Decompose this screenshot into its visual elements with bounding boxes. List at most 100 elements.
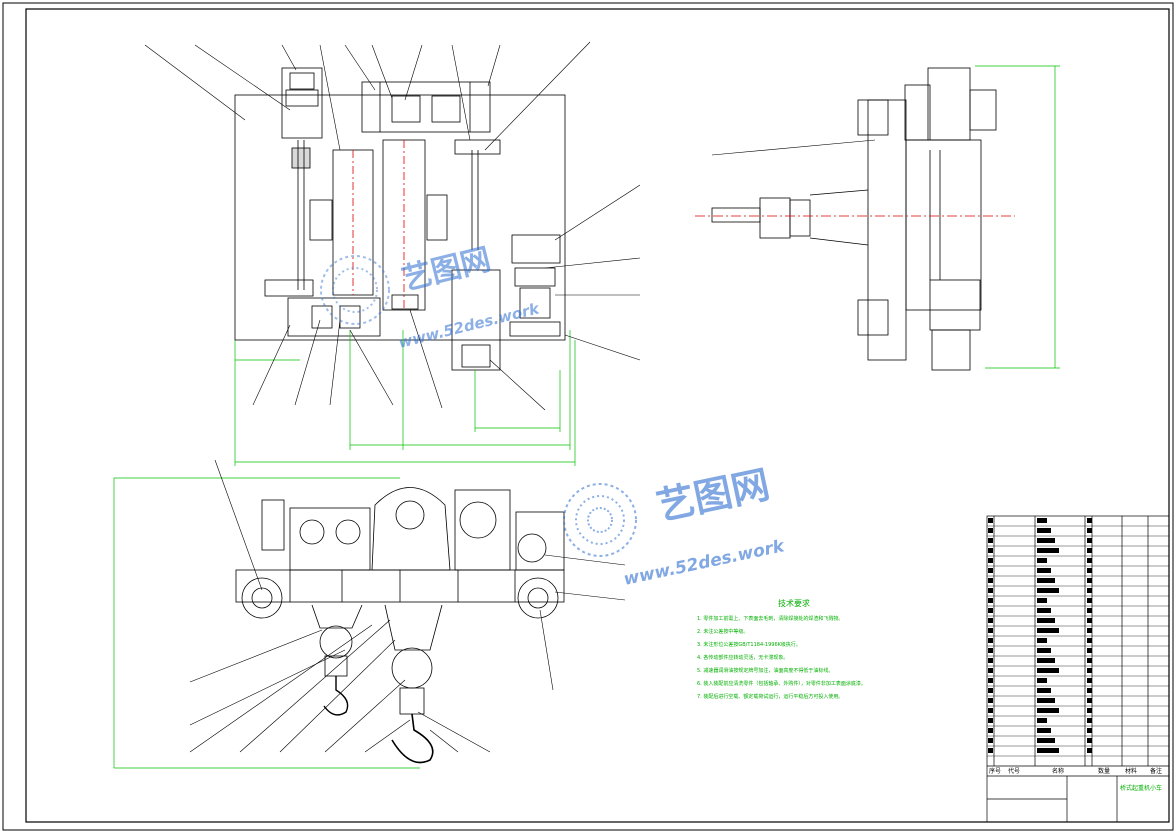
title-block-cell-fill — [1087, 618, 1092, 623]
title-block-cell-fill — [1037, 608, 1051, 613]
plan-leaders — [144, 41, 641, 411]
title-block-cell-fill — [988, 558, 993, 563]
hook-left — [323, 676, 349, 716]
title-block-cell-fill — [1037, 578, 1055, 583]
notes-title: 技术要求 — [778, 598, 810, 608]
title-block-cell-fill — [1037, 738, 1055, 743]
title-block-cell-fill — [1037, 598, 1047, 603]
trolley-frame-outline — [234, 94, 566, 341]
title-block-cell-fill — [1087, 608, 1092, 613]
title-block-cell-fill — [1037, 618, 1055, 623]
title-block-cell-fill — [1037, 728, 1051, 733]
title-block-cell-fill — [1087, 548, 1092, 553]
title-block-cell-fill — [1087, 718, 1092, 723]
title-block-cell-fill — [988, 658, 993, 663]
watermark-brand: 艺图网 — [653, 462, 774, 529]
note-line: 4. 各传动部件应转动灵活，无卡滞现象。 — [697, 654, 788, 661]
motor-bottom-right — [451, 269, 501, 371]
tb-label-material: 材料 — [1125, 767, 1137, 775]
title-block-cell-fill — [1037, 558, 1047, 563]
front-view — [235, 487, 565, 764]
reducer-bottom — [287, 297, 381, 337]
title-block-cell-fill — [1037, 518, 1047, 523]
wheel-right — [517, 577, 559, 619]
title-block-cell-fill — [1037, 528, 1051, 533]
title-block-cell-fill — [1037, 688, 1051, 693]
title-block-cell-fill — [1037, 658, 1055, 663]
title-block-cell-fill — [988, 708, 993, 713]
title-block-cell-fill — [1087, 678, 1092, 683]
title-block-cell-fill — [988, 538, 993, 543]
title-block-cell-fill — [988, 688, 993, 693]
title-block-cell-fill — [988, 608, 993, 613]
side-view — [711, 67, 997, 371]
title-block-cell-fill — [988, 588, 993, 593]
title-block-cell-fill — [1087, 538, 1092, 543]
front-dimensions — [113, 477, 420, 769]
hook-block-right — [391, 647, 433, 689]
title-block-cell-fill — [1087, 738, 1092, 743]
title-block-cell-fill — [1037, 588, 1059, 593]
title-block-cell-fill — [988, 548, 993, 553]
side-motor — [927, 67, 971, 141]
title-block-cell-fill — [988, 738, 993, 743]
title-block-cell-fill — [988, 618, 993, 623]
note-line: 3. 未注形位公差按GB/T1184-1996K级执行。 — [697, 641, 801, 648]
title-block-cell-fill — [1037, 668, 1059, 673]
tb-label-index: 序号 — [989, 767, 1001, 775]
side-dimensions — [975, 65, 1060, 369]
title-block-cell-fill — [1037, 708, 1059, 713]
title-block — [986, 515, 1170, 823]
title-block-cell-fill — [1087, 708, 1092, 713]
title-block-cell-fill — [1087, 688, 1092, 693]
tb-label-remark: 备注 — [1150, 767, 1162, 775]
title-block-cell-fill — [1087, 558, 1092, 563]
title-block-cell-fill — [1037, 538, 1055, 543]
title-block-cell-fill — [1087, 638, 1092, 643]
title-block-cell-fill — [988, 728, 993, 733]
title-block-cell-fill — [1087, 528, 1092, 533]
title-block-cell-fill — [1037, 628, 1059, 633]
front-leaders — [189, 459, 626, 753]
tb-label-code: 代号 — [1008, 767, 1020, 775]
motor-top-left — [281, 67, 323, 139]
note-line: 7. 装配后进行空载、额定载荷试运行，运行平稳后方可投入使用。 — [697, 693, 843, 700]
note-line: 1. 零件加工前需上、下表面去毛刺，清除焊接处的焊渣和飞溅物。 — [697, 615, 843, 622]
title-block-cell-fill — [1087, 518, 1092, 523]
note-line: 5. 减速器润滑油按规定牌号加注，油面高度不得低于油标线。 — [697, 667, 833, 674]
note-line: 6. 装入装配前应清洗零件（包括轴承、外购件），对零件非加工表面涂底漆。 — [697, 680, 866, 687]
drawing-name: 桥式起重机小车 — [1120, 784, 1162, 792]
title-block-fills — [988, 518, 1092, 753]
title-block-cell-fill — [1037, 678, 1047, 683]
plan-dimensions — [234, 330, 576, 466]
title-block-cell-fill — [1037, 718, 1047, 723]
title-block-cell-fill — [988, 748, 993, 753]
title-block-rows — [987, 525, 1169, 757]
title-block-cell-fill — [1087, 598, 1092, 603]
title-block-cell-fill — [1087, 628, 1092, 633]
title-block-cell-fill — [988, 668, 993, 673]
title-block-cell-fill — [988, 528, 993, 533]
gearbox-front — [289, 507, 371, 571]
notes-body: 1. 零件加工前需上、下表面去毛刺，清除焊接处的焊渣和飞溅物。 2. 未注公差按… — [697, 615, 866, 700]
title-block-cell-fill — [988, 598, 993, 603]
watermark-brand: 艺图网 — [398, 242, 494, 298]
title-block-cell-fill — [1037, 748, 1059, 753]
hook-right — [391, 713, 434, 764]
reducer-top — [361, 81, 491, 133]
title-block-cell-fill — [988, 518, 993, 523]
title-block-header: 序号 代号 名称 数量 材料 备注 — [989, 767, 1162, 775]
title-block-cell-fill — [988, 678, 993, 683]
title-block-cell-fill — [988, 578, 993, 583]
title-block-cell-fill — [1037, 698, 1055, 703]
title-block-cell-fill — [1087, 568, 1092, 573]
watermark-globe-center — [563, 483, 637, 557]
title-block-cell-fill — [1037, 568, 1051, 573]
title-block-cell-fill — [1037, 648, 1051, 653]
watermark-url: www.52des.work — [622, 536, 788, 590]
watermark-globe-top — [320, 255, 390, 325]
inner-border — [25, 8, 1170, 823]
title-block-cell-fill — [1087, 578, 1092, 583]
